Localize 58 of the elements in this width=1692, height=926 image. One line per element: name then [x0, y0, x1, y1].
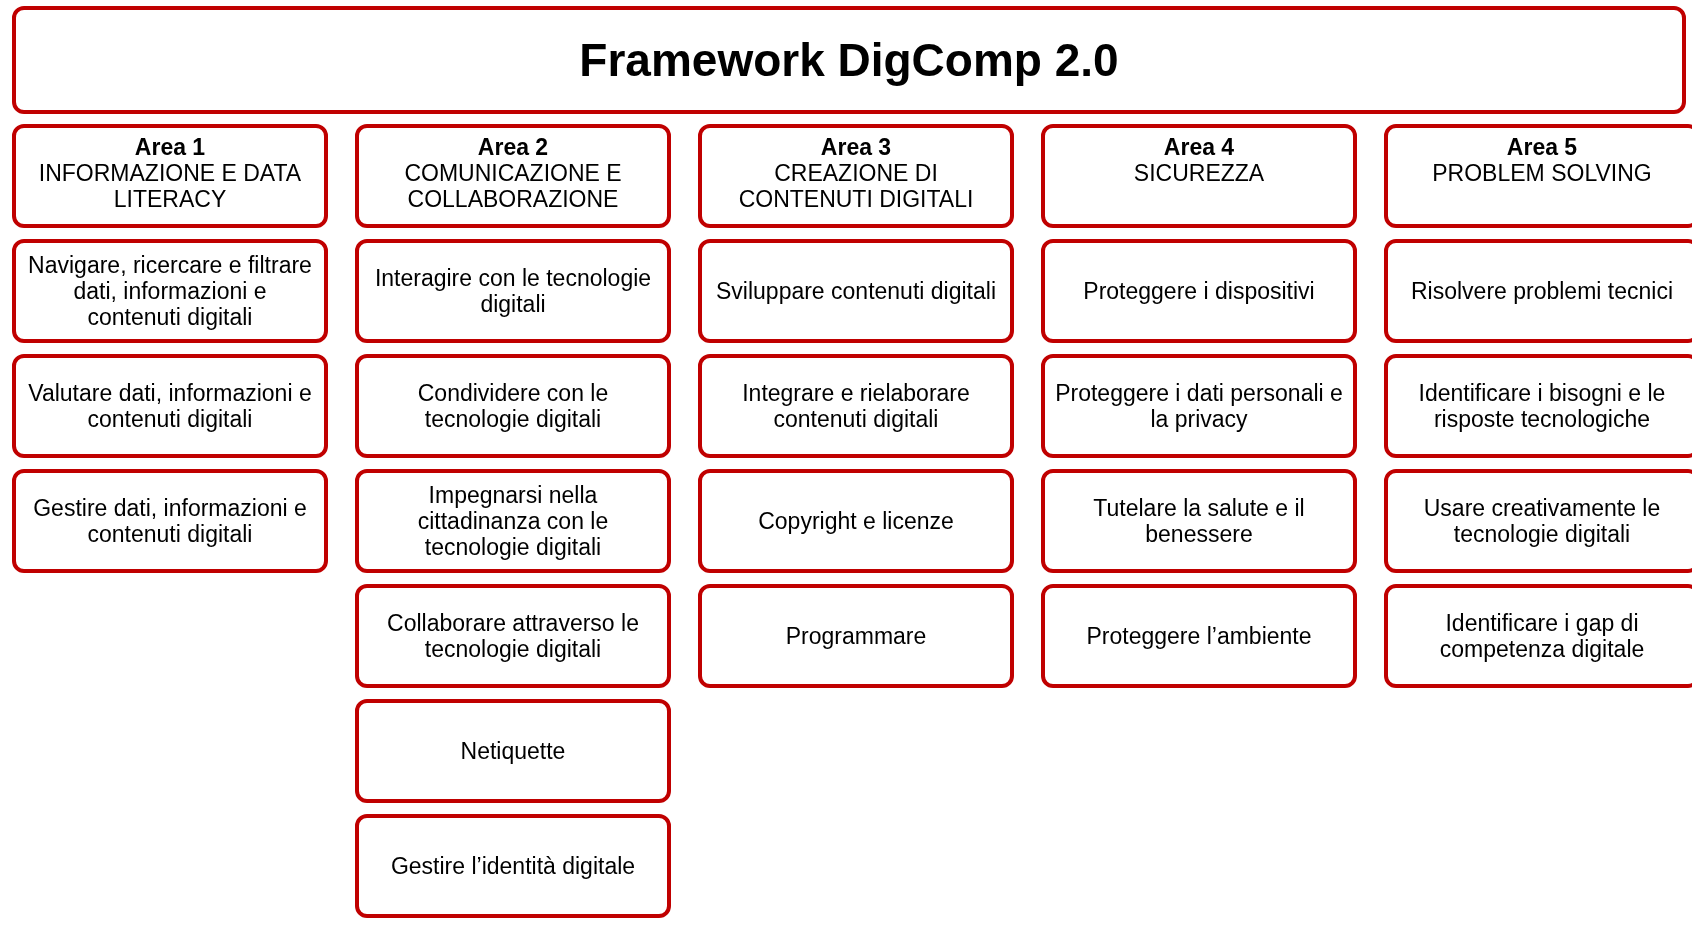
- competence-box: [698, 354, 1014, 458]
- competence-box: [12, 354, 328, 458]
- competence-text: Impegnarsi nella cittadinanza con le tecnologie digitali: [416, 482, 610, 560]
- area-title: Area 1: [134, 134, 206, 160]
- competence-text: Navigare, ricercare e filtrare dati, informazioni e contenuti digitali: [27, 252, 313, 330]
- competence-text: Netiquette: [460, 738, 566, 764]
- competence-text: Proteggere l’ambiente: [1086, 623, 1312, 649]
- competence-box: [1041, 239, 1357, 343]
- competence-box: [698, 469, 1014, 573]
- competence-text: Gestire l’identità digitale: [390, 853, 636, 879]
- competence-box: [355, 584, 671, 688]
- competence-text: Copyright e licenze: [758, 508, 954, 534]
- competence-box: [1384, 584, 1692, 688]
- competence-box: [1041, 584, 1357, 688]
- competence-text: Tutelare la salute e il benessere: [1092, 495, 1306, 547]
- competence-text: Condividere con le tecnologie digitali: [416, 380, 610, 432]
- area-header-box: [698, 124, 1014, 228]
- competence-box: [698, 584, 1014, 688]
- area-name: SICUREZZA: [1133, 160, 1265, 186]
- competence-text: Proteggere i dispositivi: [1083, 278, 1315, 304]
- competence-box: [1384, 239, 1692, 343]
- competence-box: [355, 699, 671, 803]
- competence-box: [355, 354, 671, 458]
- competence-text: Risolvere problemi tecnici: [1410, 278, 1673, 304]
- competence-text: Valutare dati, informazioni e contenuti digitali: [27, 380, 313, 432]
- competence-text: Identificare i gap di competenza digitale: [1438, 610, 1646, 662]
- competence-text: Interagire con le tecnologie digitali: [373, 265, 653, 317]
- competence-box: [355, 469, 671, 573]
- competence-box: [12, 239, 328, 343]
- area-name: COMUNICAZIONE E COLLABORAZIONE: [403, 160, 623, 212]
- area-header-box: [1041, 124, 1357, 228]
- competence-text: Sviluppare contenuti digitali: [716, 278, 996, 304]
- title: Framework DigComp 2.0: [579, 32, 1119, 88]
- area-title: Area 4: [1163, 134, 1235, 160]
- competence-box: [355, 814, 671, 918]
- competence-text: Programmare: [785, 623, 927, 649]
- area-title: Area 5: [1506, 134, 1578, 160]
- area-header-box: [355, 124, 671, 228]
- area-title: Area 3: [820, 134, 892, 160]
- competence-text: Identificare i bisogni e le risposte tecnologiche: [1417, 380, 1667, 432]
- area-header-box: [12, 124, 328, 228]
- competence-box: [355, 239, 671, 343]
- competence-text: Usare creativamente le tecnologie digitali: [1422, 495, 1662, 547]
- competence-box: [12, 469, 328, 573]
- area-title: Area 2: [477, 134, 549, 160]
- area-name: PROBLEM SOLVING: [1432, 160, 1652, 186]
- competence-text: Integrare e rielaborare contenuti digitali: [741, 380, 971, 432]
- competence-box: [698, 239, 1014, 343]
- competence-box: [1041, 469, 1357, 573]
- competence-text: Collaborare attraverso le tecnologie digitali: [386, 610, 640, 662]
- competence-text: Gestire dati, informazioni e contenuti digitali: [32, 495, 308, 547]
- competence-box: [1384, 354, 1692, 458]
- competence-box: [1041, 354, 1357, 458]
- area-name: CREAZIONE DI CONTENUTI DIGITALI: [737, 160, 975, 212]
- area-name: INFORMAZIONE E DATA LITERACY: [37, 160, 303, 212]
- competence-box: [1384, 469, 1692, 573]
- competence-text: Proteggere i dati personali e la privacy: [1054, 380, 1344, 432]
- area-header-box: [1384, 124, 1692, 228]
